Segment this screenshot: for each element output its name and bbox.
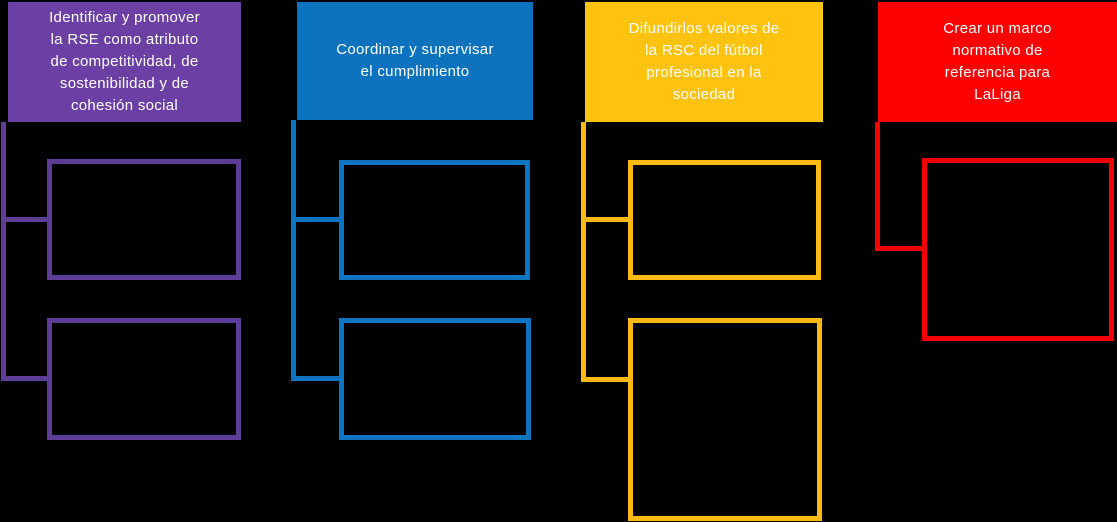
connector-vline-4 (875, 122, 880, 251)
objective-header-crear-marco: Crear un marco normativo de referencia p… (878, 2, 1117, 122)
connector-vline-3 (581, 122, 586, 382)
connector-vline-1 (1, 122, 6, 381)
objective-header-identificar: Identificar y promover la RSE como atrib… (8, 2, 241, 122)
sub-item-box-1-2 (47, 318, 241, 440)
sub-item-box-3-2 (628, 318, 822, 521)
connector-branch-1-1 (1, 217, 47, 222)
connector-branch-2-2 (291, 376, 339, 381)
sub-item-box-4-1 (922, 158, 1114, 341)
sub-item-box-1-1 (47, 159, 241, 280)
connector-branch-3-1 (581, 217, 628, 222)
sub-item-box-3-1 (628, 160, 821, 280)
sub-item-box-2-1 (339, 160, 530, 280)
sub-item-box-2-2 (339, 318, 531, 440)
connector-vline-2 (291, 120, 296, 381)
connector-branch-4-1 (875, 246, 922, 251)
connector-branch-2-1 (291, 217, 339, 222)
objective-header-difundir: Difundirlos valores de la RSC del fútbol… (585, 2, 823, 122)
objective-header-coordinar: Coordinar y supervisar el cumplimiento (297, 2, 533, 120)
connector-branch-3-2 (581, 377, 628, 382)
connector-branch-1-2 (1, 376, 47, 381)
